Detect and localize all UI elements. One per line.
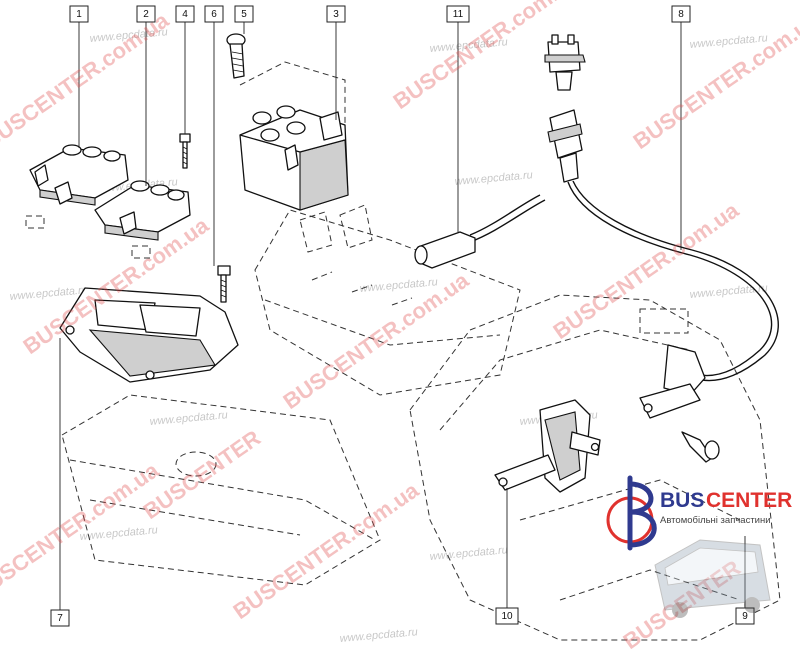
- callout-6: 6: [204, 5, 224, 23]
- watermark-buscenter: BUSCENTER.com.ua: [629, 7, 800, 154]
- crankshaft-sensor-part-8: [544, 34, 779, 419]
- logo-mark-b: [627, 475, 657, 551]
- bolt-part-4: [179, 133, 191, 169]
- logo-text-center: CENTER: [706, 489, 792, 512]
- ignition-coil-part-2: [94, 180, 191, 241]
- callout-4: 4: [175, 5, 195, 23]
- sensor-part-11: [414, 194, 546, 269]
- callout-label: 2: [143, 9, 149, 20]
- leader-lines: [59, 20, 746, 610]
- bus-illustration: [654, 539, 771, 618]
- coil-pack-part-3: [239, 105, 349, 211]
- callout-3: 3: [326, 5, 346, 23]
- watermark-epcdata: www.epcdata.ru: [339, 626, 418, 645]
- callout-label: 3: [333, 9, 339, 20]
- ignition-coil-part-1: [29, 144, 129, 206]
- bolt-part-6: [217, 265, 231, 303]
- sensor-bracket-part-10: [494, 399, 601, 493]
- callout-label: 8: [678, 9, 684, 20]
- logo-text-bus: BUS: [660, 489, 704, 512]
- callout-10: 10: [495, 607, 519, 625]
- watermark-buscenter: BUSCENTER.com.ua: [549, 197, 744, 344]
- logo-tagline: Автомобільні запчастини: [660, 515, 771, 526]
- callout-2: 2: [136, 5, 156, 23]
- watermark-epcdata: www.epcdata.ru: [149, 409, 228, 428]
- coil-bracket-part-7: [59, 287, 239, 383]
- callout-label: 6: [211, 9, 217, 20]
- callout-9: 9: [735, 607, 755, 625]
- callout-11: 11: [446, 5, 470, 23]
- callout-1: 1: [69, 5, 89, 23]
- bolt-part-9: [681, 431, 720, 463]
- watermark-epcdata: www.epcdata.ru: [429, 544, 508, 563]
- callout-5: 5: [234, 5, 254, 23]
- callout-label: 9: [742, 611, 748, 622]
- callout-label: 1: [76, 9, 82, 20]
- connector-outline: [25, 215, 45, 229]
- watermark-epcdata: www.epcdata.ru: [454, 169, 533, 188]
- callout-label: 7: [57, 613, 63, 624]
- bolt-part-5: [226, 33, 246, 79]
- callout-label: 4: [182, 9, 188, 20]
- callout-label: 5: [241, 9, 247, 20]
- callout-7: 7: [50, 609, 70, 627]
- connector-outline: [131, 245, 151, 259]
- ghost-outline-group: [61, 61, 781, 641]
- buscenter-logo: BUS CENTER Автомобільні запчастини: [606, 475, 792, 618]
- watermark-buscenter: BUSCENTER.com.ua: [229, 477, 424, 624]
- callout-8: 8: [671, 5, 691, 23]
- callout-label: 10: [501, 611, 513, 622]
- watermark-buscenter: BUSCENTER.com.ua: [0, 7, 174, 154]
- callout-label: 11: [453, 9, 464, 20]
